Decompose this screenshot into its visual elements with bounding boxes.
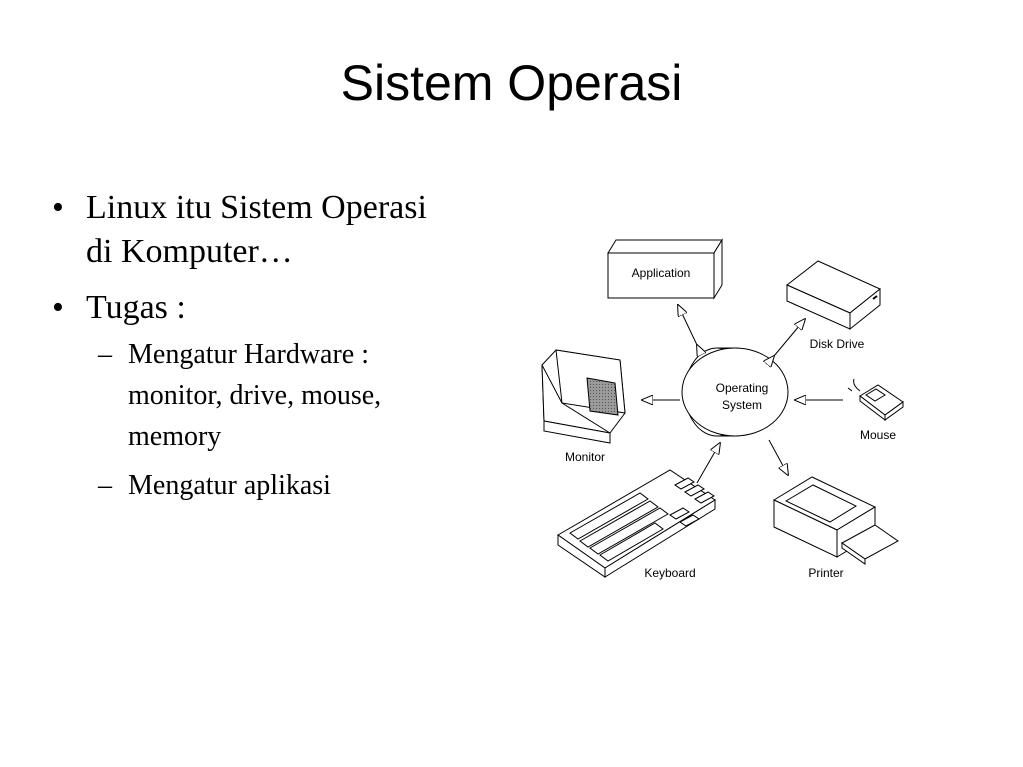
slide-title: Sistem Operasi bbox=[340, 55, 683, 111]
sub-bullet-text-line: Mengatur Hardware : bbox=[128, 339, 370, 370]
disk-drive-label: Disk Drive bbox=[810, 337, 865, 351]
mouse-label: Mouse bbox=[860, 428, 896, 442]
sub-bullet-item-aplikasi: – Mengatur aplikasi bbox=[86, 465, 522, 506]
mouse-icon bbox=[847, 378, 904, 422]
operating-system-icon bbox=[681, 347, 789, 437]
keyboard-label: Keyboard bbox=[644, 566, 695, 580]
arrow-os-printer bbox=[768, 439, 788, 475]
bullet-text-line: Linux itu Sistem Operasi bbox=[86, 189, 427, 226]
bullet-icon: • bbox=[52, 289, 64, 326]
os-label-line2: System bbox=[722, 398, 762, 412]
arrow-keyboard-os bbox=[696, 443, 720, 484]
sub-bullet-text-line: Mengatur aplikasi bbox=[128, 470, 331, 501]
dash-icon: – bbox=[98, 470, 112, 501]
arrows bbox=[642, 305, 843, 484]
bullet-text-line: Tugas : bbox=[86, 289, 186, 326]
sub-bullet-text-line: memory bbox=[128, 421, 222, 452]
printer-icon bbox=[772, 476, 899, 565]
monitor-label: Monitor bbox=[565, 450, 605, 464]
arrow-os-disk-drive bbox=[774, 319, 805, 356]
os-label-line1: Operating bbox=[716, 381, 769, 395]
printer-label: Printer bbox=[808, 566, 843, 580]
sub-bullet-text-line: monitor, drive, mouse, bbox=[128, 380, 382, 411]
disk-drive-icon bbox=[786, 260, 881, 331]
dash-icon: – bbox=[98, 339, 112, 370]
monitor-icon bbox=[541, 349, 626, 444]
application-label: Application bbox=[632, 266, 691, 280]
sub-bullet-list: – Mengatur Hardware : monitor, drive, mo… bbox=[86, 334, 522, 506]
bullet-list: • Linux itu Sistem Operasi di Komputer… … bbox=[52, 186, 522, 518]
sub-bullet-item-hardware: – Mengatur Hardware : monitor, drive, mo… bbox=[86, 334, 522, 457]
bullet-text-line: di Komputer… bbox=[86, 233, 293, 270]
keyboard-icon bbox=[557, 469, 716, 578]
os-diagram: Application Disk Drive Operating System … bbox=[541, 238, 904, 580]
bullet-item-tugas: • Tugas : – Mengatur Hardware : monitor,… bbox=[52, 286, 522, 506]
bullet-icon: • bbox=[52, 189, 64, 226]
application-box-icon bbox=[607, 238, 723, 300]
bullet-item-linux: • Linux itu Sistem Operasi di Komputer… bbox=[52, 186, 522, 274]
arrow-os-application bbox=[678, 305, 697, 345]
